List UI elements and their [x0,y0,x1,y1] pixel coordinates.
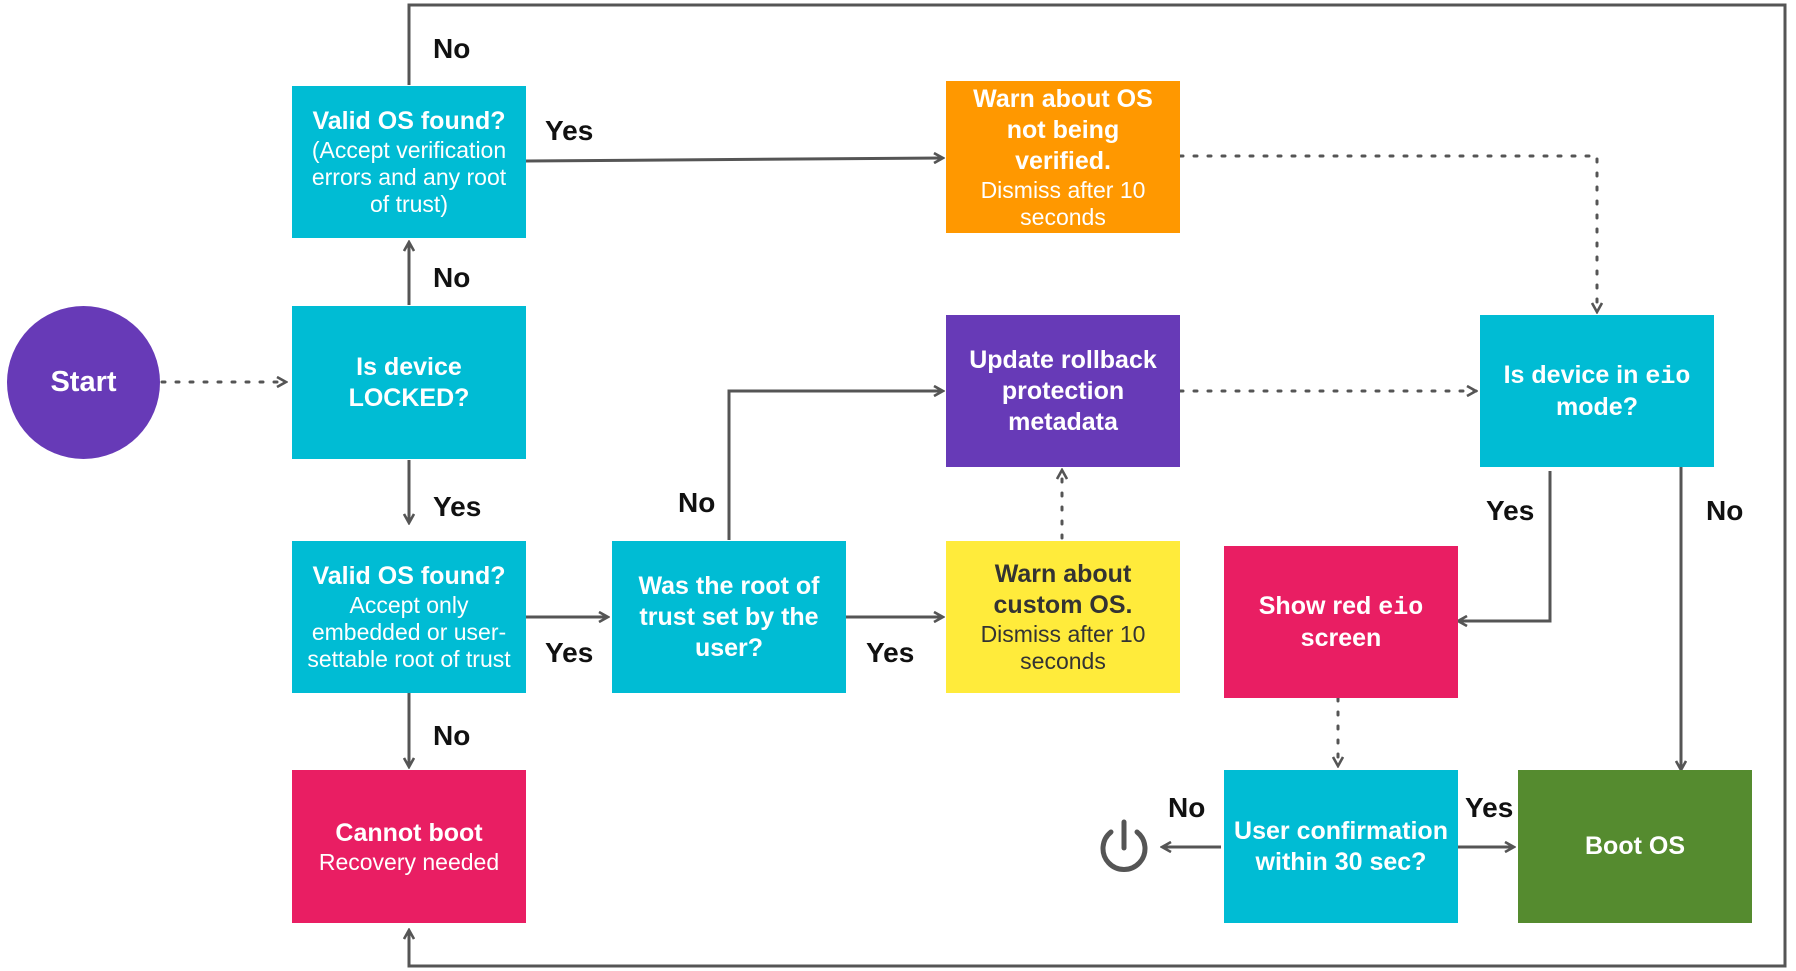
valid-os-unlocked-title: Valid OS found? [312,107,506,135]
label-locked-no: No [433,262,471,293]
edge-unlocked-yes [525,158,943,161]
label-confirm-no: No [1168,792,1206,823]
edge-root-no [727,391,943,540]
show-red-eio-title: Show red eio screen [1259,591,1423,654]
boot-os-box: Boot OS [1518,770,1752,923]
label-unlocked-yes: Yes [545,115,594,146]
eio-mode-title: Is device in eio mode? [1504,360,1691,423]
label-eio-no: No [1706,495,1744,526]
update-rollback-title: Update rollback protection metadata [969,345,1157,436]
user-confirmation-box: User confirmation within 30 sec? [1224,770,1458,923]
label-confirm-yes: Yes [1465,792,1514,823]
valid-os-locked-title: Valid OS found? [312,562,506,590]
cannot-boot-title: Cannot boot [335,818,483,847]
start-node: Start [7,306,160,459]
power-icon [1100,819,1148,872]
label-root-yes: Yes [866,637,915,668]
eio-mode-title-post: mode? [1556,392,1638,421]
start-label: Start [50,366,117,398]
show-red-title-pre: Show red [1258,591,1379,620]
label-locked-yes: Yes [433,491,482,522]
label-root-no: No [678,487,716,518]
label-eio-yes: Yes [1486,495,1535,526]
root-of-trust-title: Was the root of trust set by the user? [638,571,820,662]
warn-unverified-title: Warn about OS not being verified. [973,84,1153,175]
show-red-eio-box: Show red eio screen [1224,546,1458,698]
edge-eio-yes [1458,471,1552,621]
cannot-boot-sub: Recovery needed [318,848,500,875]
user-confirmation-title: User confirmation within 30 sec? [1234,816,1448,876]
label-top-no: No [433,33,471,64]
show-red-title-post: screen [1300,623,1382,652]
warn-custom-box: Warn about custom OS. Dismiss after 10 s… [946,541,1180,693]
label-locked-valid-no: No [433,720,471,751]
is-device-locked-title: Is device LOCKED? [348,352,470,412]
root-of-trust-box: Was the root of trust set by the user? [612,541,846,693]
valid-os-locked-box: Valid OS found? Accept only embedded or … [292,541,526,693]
show-red-code: eio [1378,592,1424,622]
warn-unverified-sub: Dismiss after 10 seconds [980,176,1146,230]
warn-custom-sub: Dismiss after 10 seconds [980,621,1146,674]
valid-os-unlocked-box: Valid OS found? (Accept verification err… [292,86,526,238]
edge-unverified-to-eio [1178,154,1597,312]
eio-mode-code: eio [1645,361,1691,391]
cannot-boot-box: Cannot boot Recovery needed [292,770,526,923]
edge-unlocked-no-loop [409,3,1787,968]
update-rollback-box: Update rollback protection metadata [946,315,1180,467]
warn-unverified-box: Warn about OS not being verified. Dismis… [946,81,1180,233]
valid-os-locked-sub: Accept only embedded or user-settable ro… [307,592,511,672]
label-locked-valid-yes: Yes [545,637,594,668]
eio-mode-title-pre: Is device in [1503,360,1646,389]
valid-os-unlocked-sub: (Accept verification errors and any root… [311,137,507,217]
boot-os-title: Boot OS [1585,832,1685,860]
eio-mode-box: Is device in eio mode? [1480,315,1714,467]
warn-custom-title: Warn about custom OS. [993,560,1133,619]
is-device-locked-box: Is device LOCKED? [292,306,526,459]
